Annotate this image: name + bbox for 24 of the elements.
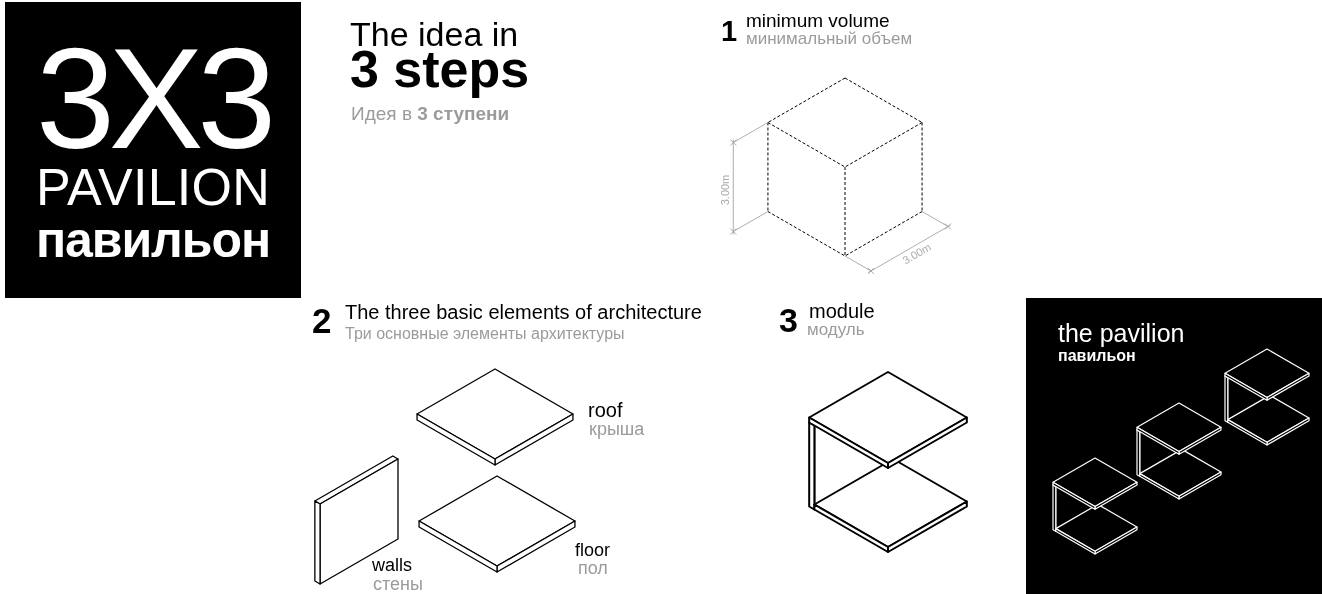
panel-title: 3X3: [36, 42, 270, 156]
part-label: крыша: [589, 420, 645, 438]
pavilion-panel: [1026, 298, 1322, 594]
panel-subtitle: павильон: [36, 215, 270, 265]
step-number: 1: [721, 17, 738, 46]
step-subheading: Три основные элементы архитектуры: [345, 326, 625, 342]
step-number: 3: [779, 303, 798, 337]
step-subheading: минимальный объем: [746, 30, 913, 47]
step-heading: module: [809, 301, 875, 321]
step-heading: The three basic elements of architecture: [345, 302, 702, 322]
step-heading: minimum volume: [746, 11, 890, 30]
step-number: 2: [312, 303, 332, 338]
part-label: стены: [373, 575, 423, 593]
part-label: пол: [578, 559, 608, 577]
panel-subtitle: павильон: [1058, 348, 1136, 364]
step-subheading: модуль: [807, 321, 865, 338]
dimension-label: 3.00m: [719, 174, 731, 206]
title-panel: [5, 2, 301, 298]
part-label: walls: [372, 556, 412, 574]
panel-title: PAVILION: [36, 161, 270, 213]
part-label: roof: [588, 400, 623, 420]
page-subtitle: Идея в 3 ступени: [351, 104, 510, 123]
panel-title: the pavilion: [1058, 321, 1185, 346]
part-label: floor: [575, 541, 610, 559]
